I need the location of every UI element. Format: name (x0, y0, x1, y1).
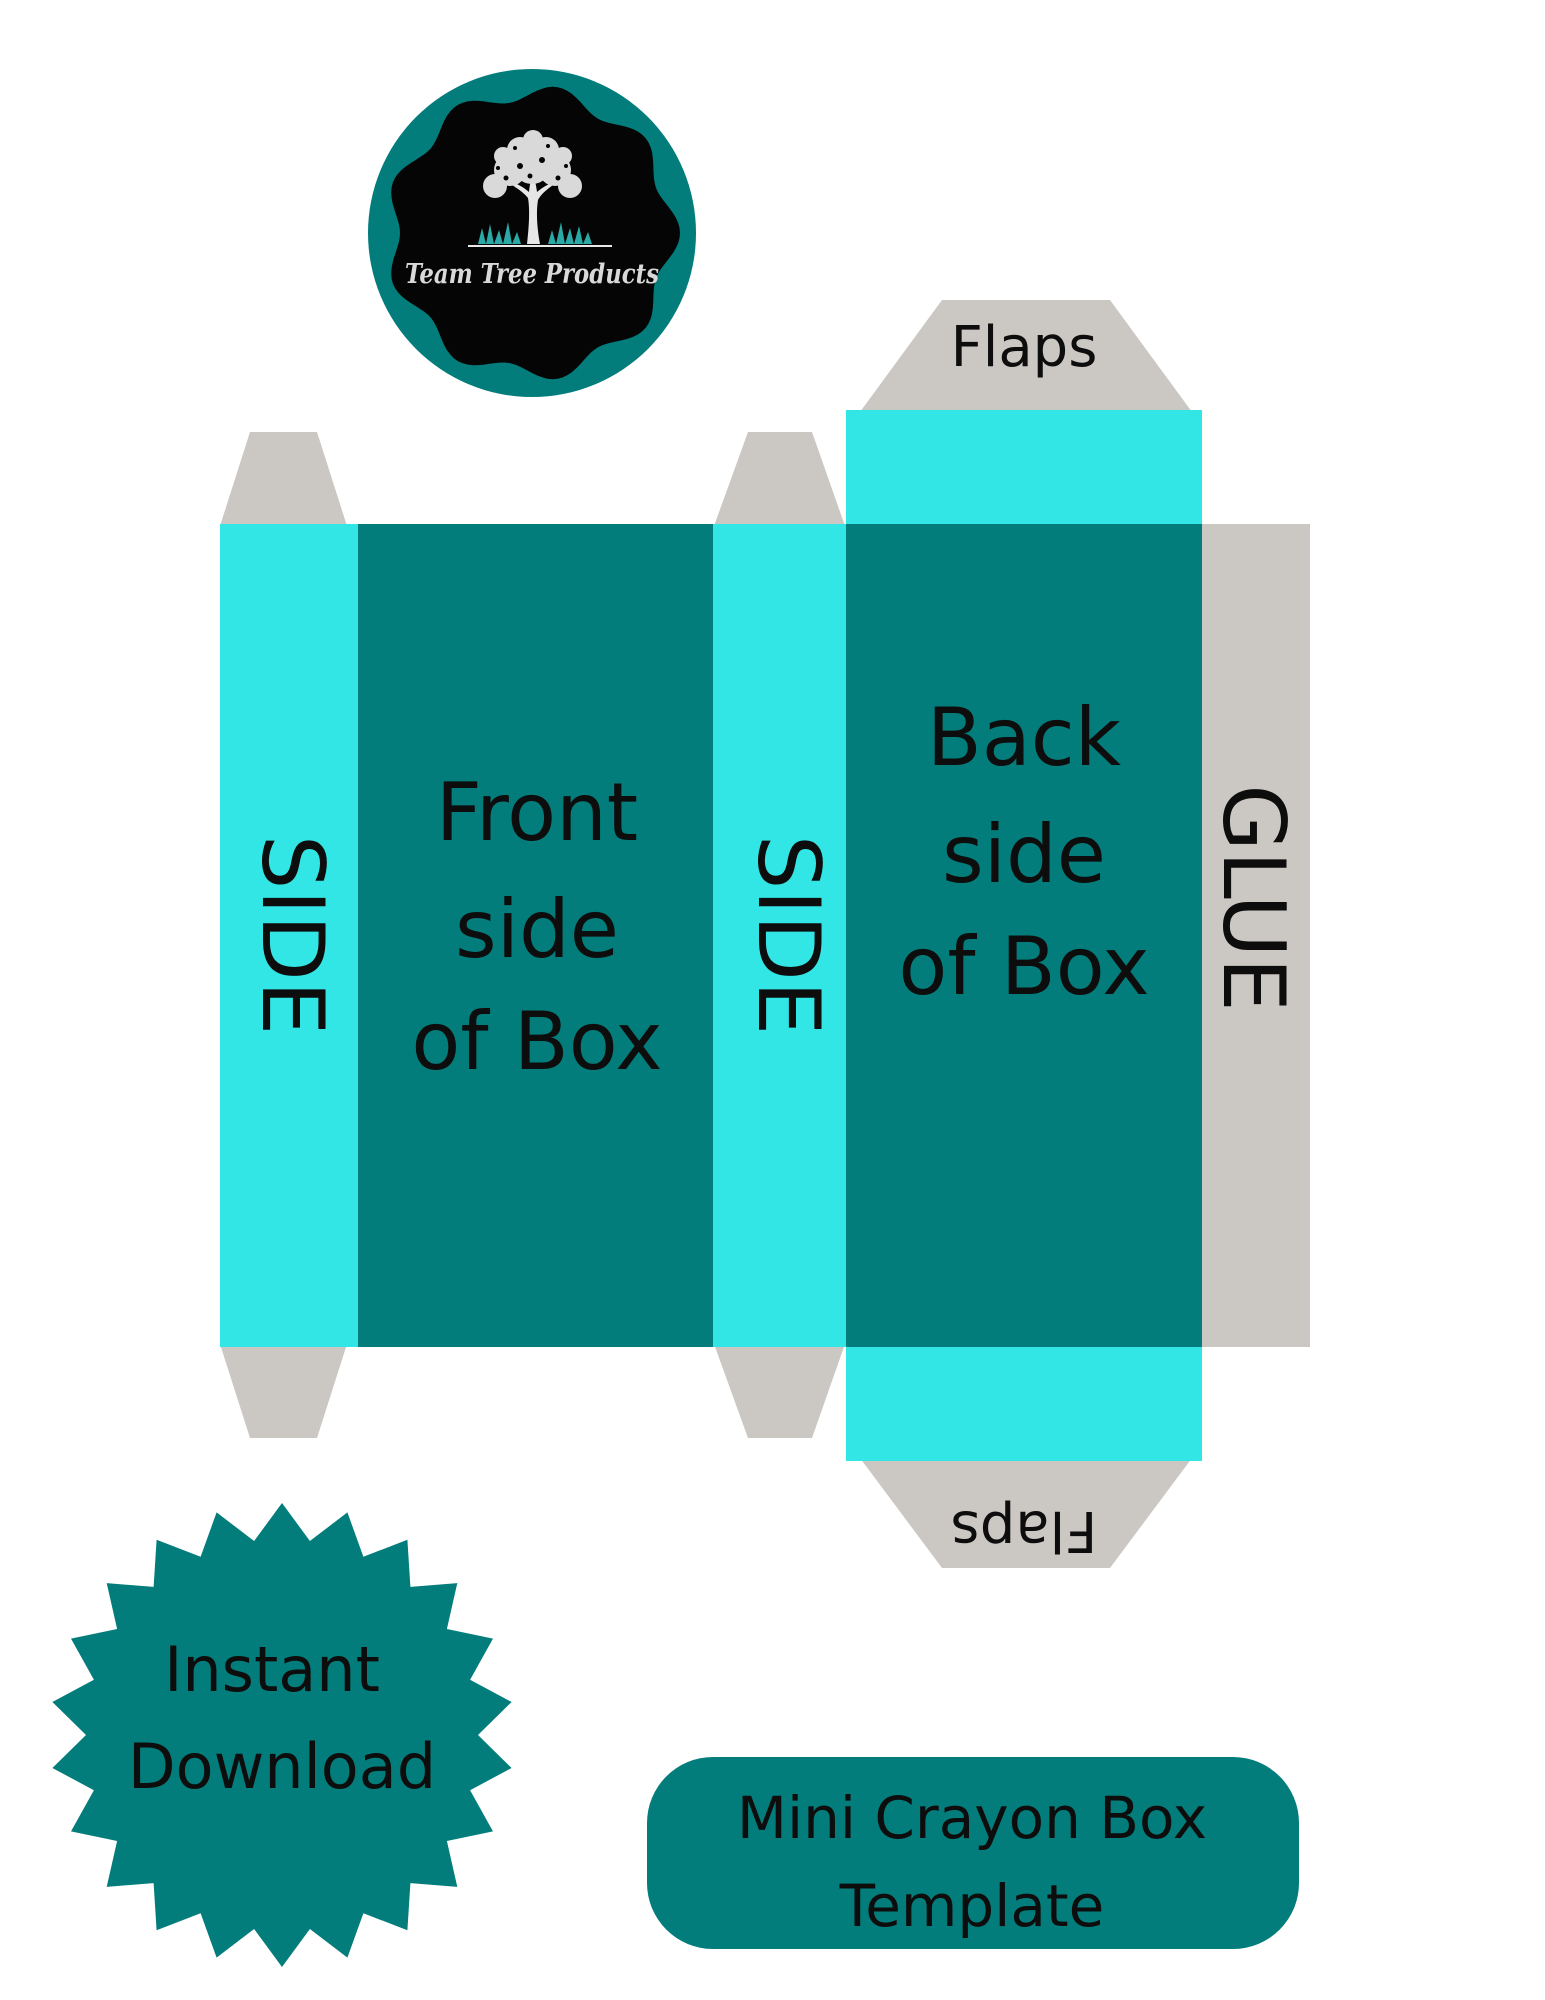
middle-side-label: SIDE (738, 835, 838, 1036)
tree-icon (468, 130, 612, 247)
logo-brand-text: Team Tree Products (405, 259, 659, 290)
brand-logo: Team Tree Products (368, 69, 696, 397)
back-label-line2: side (942, 808, 1106, 901)
badge-line2: Download (128, 1730, 436, 1803)
middle-side-top-tab (714, 432, 845, 526)
left-side-label: SIDE (242, 835, 342, 1036)
badge-starburst (52, 1503, 512, 1967)
title-line2: Template (839, 1872, 1105, 1940)
back-panel (846, 524, 1202, 1347)
badge-line1: Instant (164, 1633, 380, 1706)
left-side-bottom-tab (220, 1344, 347, 1438)
middle-side-bottom-tab (714, 1344, 845, 1438)
front-label-line1: Front (436, 766, 638, 859)
back-label: Back side of Box (898, 691, 1149, 1013)
front-label: Front side of Box (411, 766, 662, 1088)
back-label-line3: of Box (898, 920, 1149, 1013)
glue-label: GLUE (1203, 784, 1303, 1012)
box-net: Flaps Flaps SIDE SIDE GLUE Front side of… (220, 300, 1310, 1568)
front-label-line2: side (455, 883, 619, 976)
front-panel (358, 524, 713, 1347)
middle-side-panel (713, 524, 846, 1347)
top-panel (846, 410, 1202, 524)
instant-download-badge: Instant Download (52, 1503, 512, 1967)
left-side-panel (220, 524, 358, 1347)
front-label-line3: of Box (411, 995, 662, 1088)
left-side-top-tab (220, 432, 347, 526)
title-line1: Mini Crayon Box (737, 1784, 1207, 1852)
glue-tab (1200, 524, 1310, 1347)
bottom-panel (846, 1347, 1202, 1461)
template-title: Mini Crayon Box Template (647, 1757, 1299, 1949)
back-label-line1: Back (927, 691, 1122, 784)
bottom-flap (860, 1458, 1192, 1568)
title-pill (647, 1757, 1299, 1949)
top-flap-label: Flaps (951, 315, 1098, 380)
top-flap (860, 300, 1192, 412)
bottom-flap-label: Flaps (951, 1498, 1098, 1563)
